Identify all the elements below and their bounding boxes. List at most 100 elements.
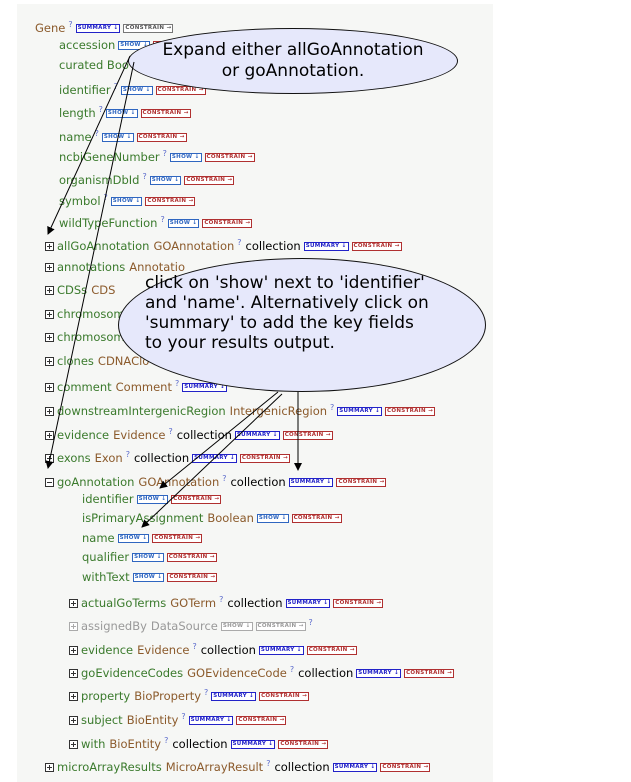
summary-button[interactable]: SUMMARY ↓ [258, 645, 304, 655]
help-icon[interactable]: ? [308, 618, 313, 627]
help-icon[interactable]: ? [222, 474, 227, 483]
ref-name[interactable]: exons [57, 450, 91, 465]
expand-icon[interactable] [45, 241, 54, 251]
help-icon[interactable]: ? [125, 450, 130, 459]
help-icon[interactable]: ? [68, 20, 73, 29]
expand-icon[interactable] [69, 691, 78, 701]
go-annotation-constrain-button[interactable]: CONSTRAIN → [336, 477, 387, 487]
go-annotation-summary-button[interactable]: SUMMARY ↓ [288, 477, 334, 487]
field-name[interactable]: symbol [59, 193, 101, 208]
summary-button[interactable]: SUMMARY ↓ [303, 241, 349, 251]
constrain-button[interactable]: CONSTRAIN → [204, 152, 255, 162]
field-name[interactable]: withText [82, 570, 130, 584]
expand-icon[interactable] [45, 357, 54, 366]
field-row[interactable]: name?SHOW ↓CONSTRAIN → [59, 127, 187, 144]
constrain-button[interactable]: CONSTRAIN → [380, 762, 431, 772]
expand-icon[interactable] [45, 333, 54, 342]
show-button[interactable]: SHOW ↓ [101, 132, 134, 142]
help-icon[interactable]: ? [204, 688, 209, 697]
constrain-button[interactable]: CONSTRAIN → [145, 196, 196, 206]
field-name[interactable]: name [82, 531, 115, 545]
expand-icon[interactable] [45, 406, 54, 416]
field-name[interactable]: isPrimaryAssignment [82, 511, 204, 525]
help-icon[interactable]: ? [289, 665, 295, 674]
help-icon[interactable]: ? [266, 759, 271, 768]
summary-button[interactable]: SUMMARY ↓ [234, 430, 280, 440]
show-button[interactable]: SHOW ↓ [120, 85, 153, 95]
ref-name[interactable]: actualGoTerms [81, 595, 167, 610]
help-icon[interactable]: ? [192, 642, 197, 651]
show-button[interactable]: SHOW ↓ [169, 152, 202, 162]
summary-button[interactable]: SUMMARY ↓ [182, 382, 228, 392]
constrain-button[interactable]: CONSTRAIN → [136, 132, 187, 142]
show-button[interactable]: SHOW ↓ [167, 218, 200, 228]
summary-button[interactable]: SUMMARY ↓ [192, 453, 237, 463]
help-icon[interactable]: ? [103, 193, 108, 202]
constrain-button[interactable]: CONSTRAIN → [155, 85, 206, 95]
constrain-button[interactable]: CONSTRAIN → [333, 598, 384, 608]
constrain-button[interactable]: CONSTRAIN → [278, 739, 329, 749]
ref-name[interactable]: evidence [57, 427, 110, 442]
ref-name[interactable]: chromosom [57, 307, 125, 321]
field-name[interactable]: identifier [82, 492, 134, 506]
field-row[interactable]: curated Boo [59, 58, 129, 72]
constrain-button[interactable]: CONSTRAIN → [291, 514, 342, 523]
expand-icon[interactable] [45, 762, 54, 772]
root-constrain-button[interactable]: CONSTRAIN → [123, 23, 174, 33]
expand-icon[interactable] [45, 453, 54, 463]
expand-icon[interactable] [69, 715, 78, 725]
constrain-button[interactable]: CONSTRAIN → [184, 175, 235, 185]
show-button[interactable]: SHOW ↓ [117, 534, 150, 543]
help-icon[interactable]: ? [113, 82, 118, 91]
collapse-icon[interactable] [45, 477, 54, 487]
ref-name[interactable]: allGoAnnotation [57, 238, 150, 253]
summary-button[interactable]: SHOW ↓ [220, 621, 253, 631]
help-icon[interactable]: ? [168, 427, 173, 436]
summary-button[interactable]: SUMMARY ↓ [188, 715, 234, 725]
expand-icon[interactable] [69, 645, 78, 655]
field-name[interactable]: curated Boo [59, 58, 129, 72]
help-icon[interactable]: ? [160, 215, 165, 224]
field-name[interactable]: length [59, 105, 96, 120]
expand-icon[interactable] [69, 668, 78, 678]
constrain-button[interactable]: CONSTRAIN → [239, 453, 290, 463]
show-button[interactable]: SHOW ↓ [105, 108, 138, 118]
field-name[interactable]: qualifier [82, 550, 130, 564]
field-name[interactable]: ncbiGeneNumber [59, 149, 160, 164]
help-icon[interactable]: ? [164, 736, 169, 745]
constrain-button[interactable]: CONSTRAIN → [202, 218, 253, 228]
field-name[interactable]: identifier [59, 82, 111, 97]
constrain-button[interactable]: CONSTRAIN → [351, 241, 402, 251]
constrain-button[interactable]: CONSTRAIN → [404, 668, 455, 678]
field-row[interactable]: ncbiGeneNumber?SHOW ↓CONSTRAIN → [59, 147, 255, 164]
summary-button[interactable]: SUMMARY ↓ [356, 668, 402, 678]
ref-name[interactable]: assignedBy [81, 618, 147, 633]
show-button[interactable]: SHOW ↓ [136, 495, 169, 504]
summary-button[interactable]: SUMMARY ↓ [337, 406, 383, 416]
help-icon[interactable]: ? [181, 712, 186, 721]
help-icon[interactable]: ? [237, 238, 242, 247]
constrain-button[interactable]: CONSTRAIN → [171, 495, 222, 504]
expand-icon[interactable] [45, 263, 54, 272]
field-row[interactable]: wildTypeFunction?SHOW ↓CONSTRAIN → [59, 213, 253, 230]
help-icon[interactable]: ? [330, 403, 335, 412]
field-name[interactable]: name [59, 129, 92, 144]
reference-row[interactable]: chromosom [45, 307, 125, 321]
constrain-button[interactable]: CONSTRAIN → [259, 691, 310, 701]
summary-button[interactable]: SUMMARY ↓ [230, 739, 276, 749]
root-summary-button[interactable]: SUMMARY ↓ [75, 23, 121, 33]
